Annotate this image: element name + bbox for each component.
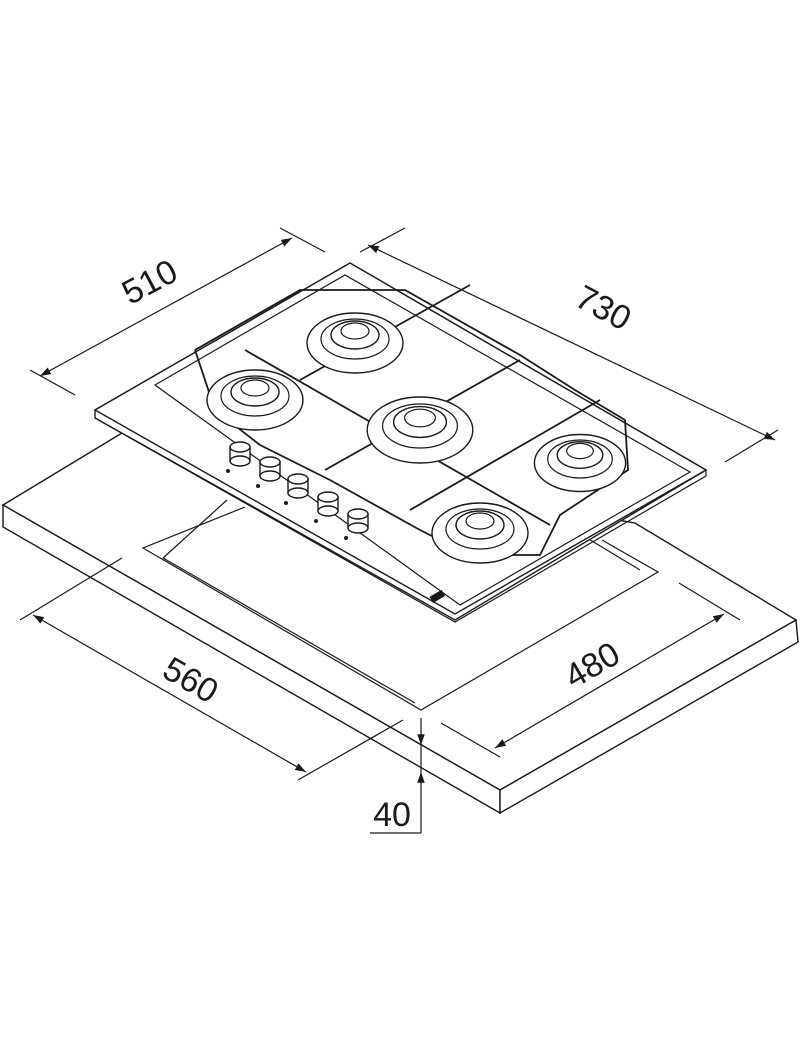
brand-logo — [429, 589, 446, 603]
burner-icon — [206, 369, 304, 431]
label-40: 40 — [373, 796, 411, 834]
control-knob — [284, 473, 309, 505]
control-knob — [344, 508, 369, 540]
dimension-40: 40 — [370, 718, 425, 834]
control-knobs — [226, 441, 369, 540]
label-730: 730 — [569, 278, 637, 338]
burner-icon — [366, 396, 474, 464]
burner-icon — [306, 312, 404, 374]
control-knob — [256, 456, 281, 488]
burner-icon — [431, 502, 529, 564]
control-knob — [226, 441, 251, 473]
control-knob — [314, 491, 339, 523]
burner-icon — [533, 433, 627, 493]
label-560: 560 — [156, 650, 224, 711]
